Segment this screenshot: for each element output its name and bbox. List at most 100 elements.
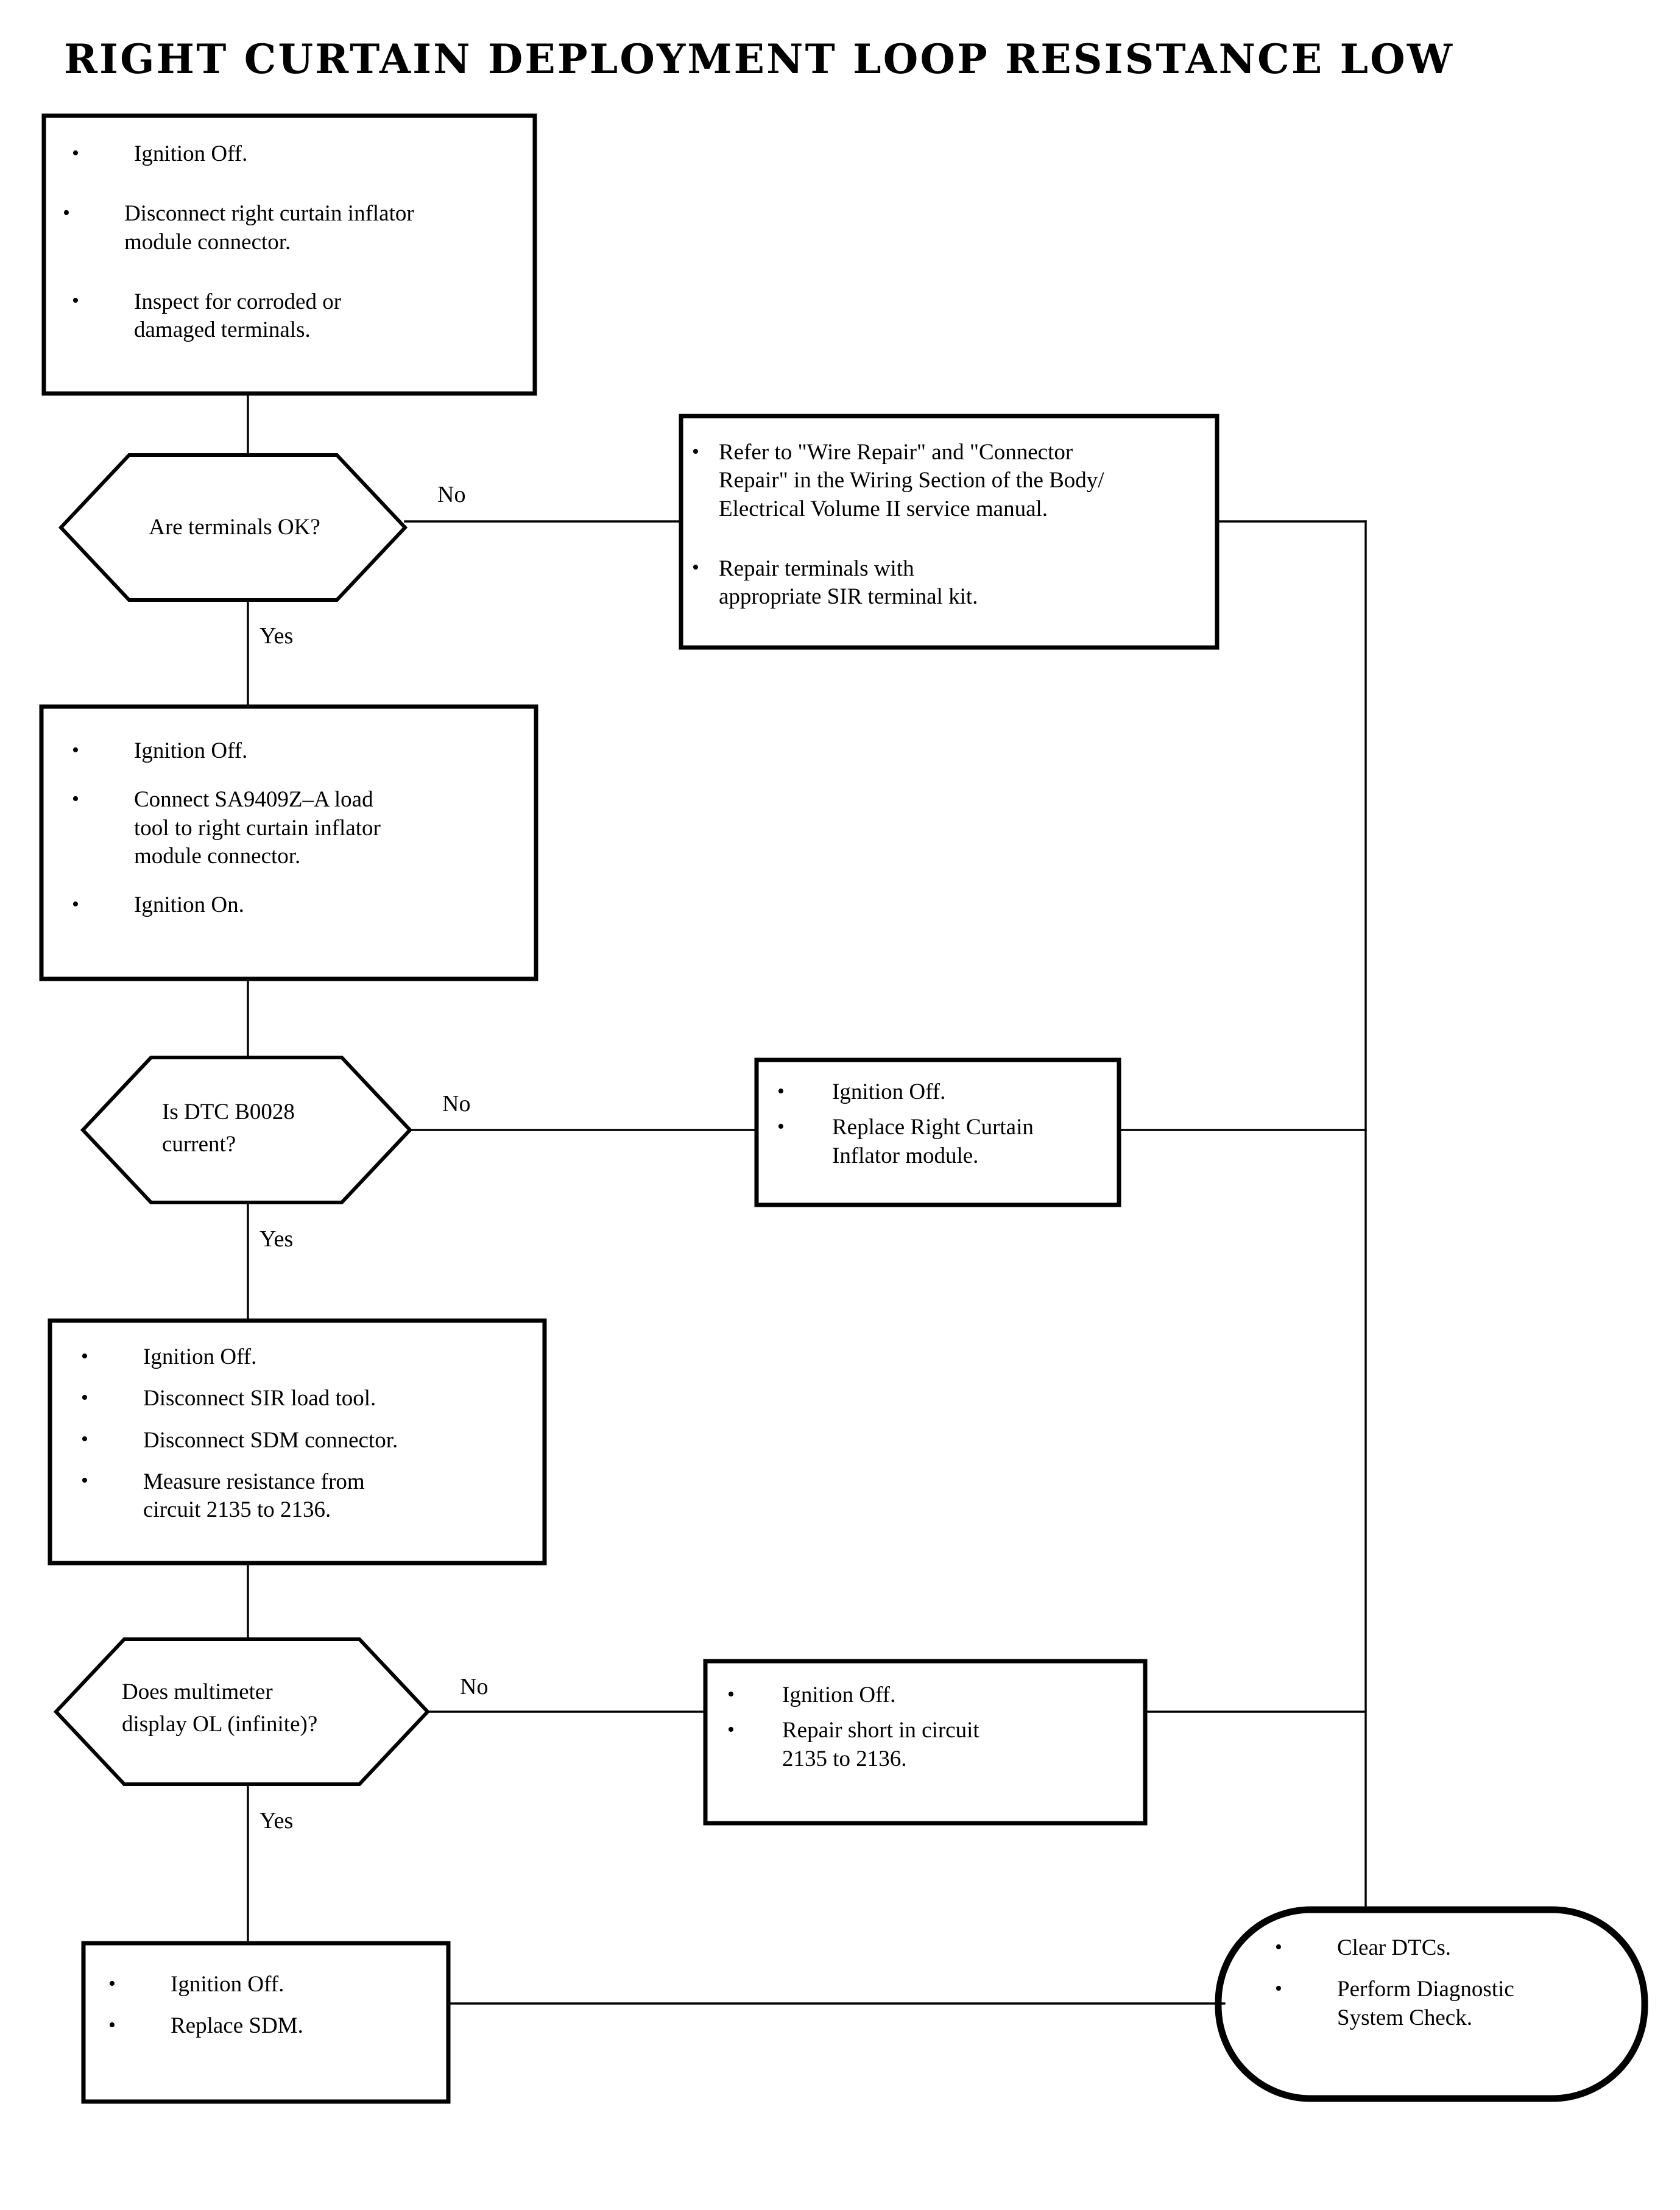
list-item: • Perform Diagnostic System Check. bbox=[1264, 1975, 1642, 2032]
node-fix1-text: • Refer to "Wire Repair" and "Connector … bbox=[692, 439, 1216, 611]
node-fix1-shape bbox=[679, 414, 1219, 650]
list-item-line: Ignition Off. bbox=[134, 141, 248, 166]
bullet-icon: • bbox=[777, 1115, 785, 1138]
page-title: RIGHT CURTAIN DEPLOYMENT LOOP RESISTANCE… bbox=[64, 35, 1455, 83]
bullet-icon: • bbox=[727, 1718, 735, 1741]
fix1-list: • Refer to "Wire Repair" and "Connector … bbox=[692, 439, 1216, 611]
list-item-line: Clear DTCs. bbox=[1337, 1935, 1452, 1960]
step1-list: • Ignition Off. • Disconnect right curta… bbox=[61, 140, 524, 344]
edge-label-yes-2: Yes bbox=[259, 1226, 294, 1252]
bullet-icon: • bbox=[108, 1972, 116, 1995]
bullet-icon: • bbox=[81, 1344, 88, 1368]
node-fix3-text: • Ignition Off. • Repair short in circui… bbox=[719, 1681, 1139, 1773]
list-item: • Inspect for corroded or damaged termin… bbox=[61, 288, 524, 345]
list-item-line: Inspect for corroded or bbox=[134, 289, 342, 314]
node-dec3-text: Does multimeter display OL (infinite)? bbox=[122, 1676, 378, 1740]
list-item: • Ignition Off. bbox=[719, 1681, 1139, 1709]
fix3-list: • Ignition Off. • Repair short in circui… bbox=[719, 1681, 1139, 1773]
list-item: • Replace SDM. bbox=[97, 2012, 439, 2040]
edge-label-no-2: No bbox=[442, 1091, 471, 1117]
list-item: • Repair short in circuit 2135 to 2136. bbox=[719, 1717, 1139, 1773]
bullet-icon: • bbox=[81, 1469, 88, 1492]
list-item: • Ignition On. bbox=[61, 891, 530, 919]
bullet-icon: • bbox=[72, 892, 79, 916]
edge-label-no-3: No bbox=[460, 1674, 489, 1700]
list-item-line: Ignition On. bbox=[134, 892, 244, 917]
list-item: • Measure resistance from circuit 2135 t… bbox=[70, 1468, 539, 1525]
list-item-line: circuit 2135 to 2136. bbox=[143, 1497, 331, 1522]
node-step1-shape bbox=[41, 113, 537, 396]
step2-list: • Ignition Off. • Connect SA9409Z–A load… bbox=[61, 737, 530, 919]
node-fix2-shape bbox=[754, 1057, 1121, 1207]
bullet-icon: • bbox=[692, 556, 699, 579]
list-item-line: module connector. bbox=[124, 229, 291, 255]
bullet-icon: • bbox=[777, 1079, 785, 1103]
list-item-line: Repair terminals with bbox=[719, 556, 914, 581]
bullet-icon: • bbox=[108, 2013, 116, 2036]
bullet-icon: • bbox=[81, 1386, 88, 1409]
list-item: • Ignition Off. bbox=[61, 140, 524, 168]
edge-label-yes-1: Yes bbox=[259, 623, 294, 649]
bullet-icon: • bbox=[63, 201, 70, 224]
list-item-line: Connect SA9409Z–A load bbox=[134, 787, 373, 813]
list-item-line: System Check. bbox=[1337, 2005, 1472, 2030]
bullet-icon: • bbox=[1275, 1935, 1282, 1958]
list-item: • Disconnect SDM connector. bbox=[70, 1427, 539, 1455]
node-step4-shape bbox=[81, 1941, 451, 2104]
edge-label-no-1: No bbox=[437, 482, 466, 507]
edge-label-yes-3: Yes bbox=[259, 1808, 294, 1834]
bullet-icon: • bbox=[72, 141, 79, 164]
decision-line: Does multimeter bbox=[122, 1679, 273, 1704]
bullet-icon: • bbox=[72, 289, 79, 312]
node-end-text: • Clear DTCs. • Perform Diagnostic Syste… bbox=[1264, 1934, 1642, 2032]
list-item-line: tool to right curtain inflator bbox=[134, 815, 381, 841]
list-item-line: Measure resistance from bbox=[143, 1469, 365, 1494]
list-item: • Ignition Off. bbox=[70, 1343, 539, 1371]
step3-list: • Ignition Off. • Disconnect SIR load to… bbox=[70, 1343, 539, 1524]
node-step4-text: • Ignition Off. • Replace SDM. bbox=[97, 1971, 439, 2041]
list-item: • Clear DTCs. bbox=[1264, 1934, 1642, 1962]
list-item: • Connect SA9409Z–A load tool to right c… bbox=[61, 786, 530, 870]
bullet-icon: • bbox=[1275, 1977, 1282, 2000]
node-dec2-text: Is DTC B0028 current? bbox=[162, 1096, 363, 1160]
list-item: • Ignition Off. bbox=[769, 1078, 1116, 1106]
node-step3-shape bbox=[48, 1318, 547, 1566]
list-item-line: Ignition Off. bbox=[134, 738, 248, 763]
bullet-icon: • bbox=[81, 1428, 88, 1451]
list-item-line: Electrical Volume II service manual. bbox=[719, 496, 1048, 521]
decision-line: Is DTC B0028 bbox=[162, 1100, 295, 1124]
list-item-line: Perform Diagnostic bbox=[1337, 1977, 1514, 2002]
list-item-line: appropriate SIR terminal kit. bbox=[719, 584, 978, 609]
list-item-line: Ignition Off. bbox=[143, 1344, 257, 1369]
node-step1-text: • Ignition Off. • Disconnect right curta… bbox=[61, 140, 524, 344]
step4-list: • Ignition Off. • Replace SDM. bbox=[97, 1971, 439, 2041]
list-item: • Ignition Off. bbox=[61, 737, 530, 765]
bullet-icon: • bbox=[72, 787, 79, 810]
list-item: • Disconnect SIR load tool. bbox=[70, 1385, 539, 1413]
list-item: • Ignition Off. bbox=[97, 1971, 439, 1999]
list-item-line: module connector. bbox=[134, 843, 301, 869]
list-item-line: Disconnect SDM connector. bbox=[143, 1427, 398, 1453]
list-item-line: Refer to "Wire Repair" and "Connector bbox=[719, 440, 1073, 465]
node-fix3-shape bbox=[703, 1659, 1148, 1826]
bullet-icon: • bbox=[692, 440, 699, 463]
node-dec1-shape bbox=[58, 453, 408, 602]
decision-line: display OL (infinite)? bbox=[122, 1711, 318, 1737]
list-item-line: Repair short in circuit bbox=[782, 1718, 979, 1743]
list-item-line: Disconnect SIR load tool. bbox=[143, 1386, 376, 1411]
node-dec1-text: Are terminals OK? bbox=[122, 512, 347, 544]
list-item-line: Ignition Off. bbox=[171, 1972, 284, 1997]
list-item-line: Ignition Off. bbox=[782, 1682, 896, 1707]
list-item-line: Replace SDM. bbox=[171, 2013, 303, 2039]
list-item-line: Replace Right Curtain bbox=[832, 1115, 1034, 1140]
fix2-list: • Ignition Off. • Replace Right Curtain … bbox=[769, 1078, 1116, 1170]
node-step2-shape bbox=[39, 704, 538, 981]
list-item-line: Ignition Off. bbox=[832, 1079, 946, 1104]
list-item-line: Repair" in the Wiring Section of the Bod… bbox=[719, 468, 1104, 493]
node-step2-text: • Ignition Off. • Connect SA9409Z–A load… bbox=[61, 737, 530, 919]
decision-line: Are terminals OK? bbox=[149, 515, 320, 540]
bullet-icon: • bbox=[727, 1682, 735, 1706]
list-item-line: Inflator module. bbox=[832, 1143, 979, 1168]
